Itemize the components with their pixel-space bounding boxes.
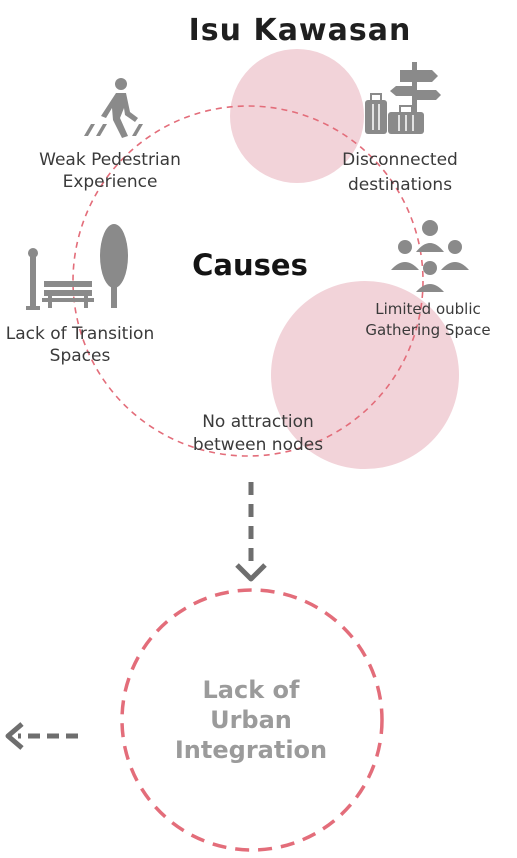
- outcome-line1: Lack of: [203, 676, 301, 704]
- pedestrian-icon: [84, 78, 143, 138]
- causes-center-label: Causes: [192, 248, 308, 282]
- cause-label-line1: Lack of Transition: [6, 324, 154, 344]
- outcome-line2: Urban: [210, 706, 292, 734]
- cause-label-line1: No attraction: [202, 412, 314, 432]
- signpost-luggage-icon: [365, 62, 441, 134]
- group-people-icon: [391, 220, 469, 292]
- accent-circle-bottom: [271, 281, 459, 469]
- park-bench-tree-icon: [26, 224, 128, 310]
- cause-label-line1: Disconnected: [342, 150, 458, 170]
- causes-ring: [72, 105, 424, 457]
- cause-label-line2: Experience: [63, 172, 158, 192]
- outcome-ring: [120, 588, 384, 852]
- left-arrow-icon: [5, 722, 78, 750]
- accent-circle-top: [230, 49, 364, 183]
- cause-label-line2: between nodes: [193, 435, 323, 455]
- cause-label-line1: Limited oublic: [375, 300, 481, 318]
- outcome-line3: Integration: [175, 736, 327, 764]
- down-arrow-icon: [235, 482, 267, 582]
- page-title: Isu Kawasan: [189, 13, 412, 48]
- cause-label-line2: destinations: [348, 175, 452, 195]
- cause-label-line2: Gathering Space: [365, 321, 490, 339]
- cause-label-line2: Spaces: [50, 346, 111, 366]
- cause-label-line1: Weak Pedestrian: [39, 150, 181, 170]
